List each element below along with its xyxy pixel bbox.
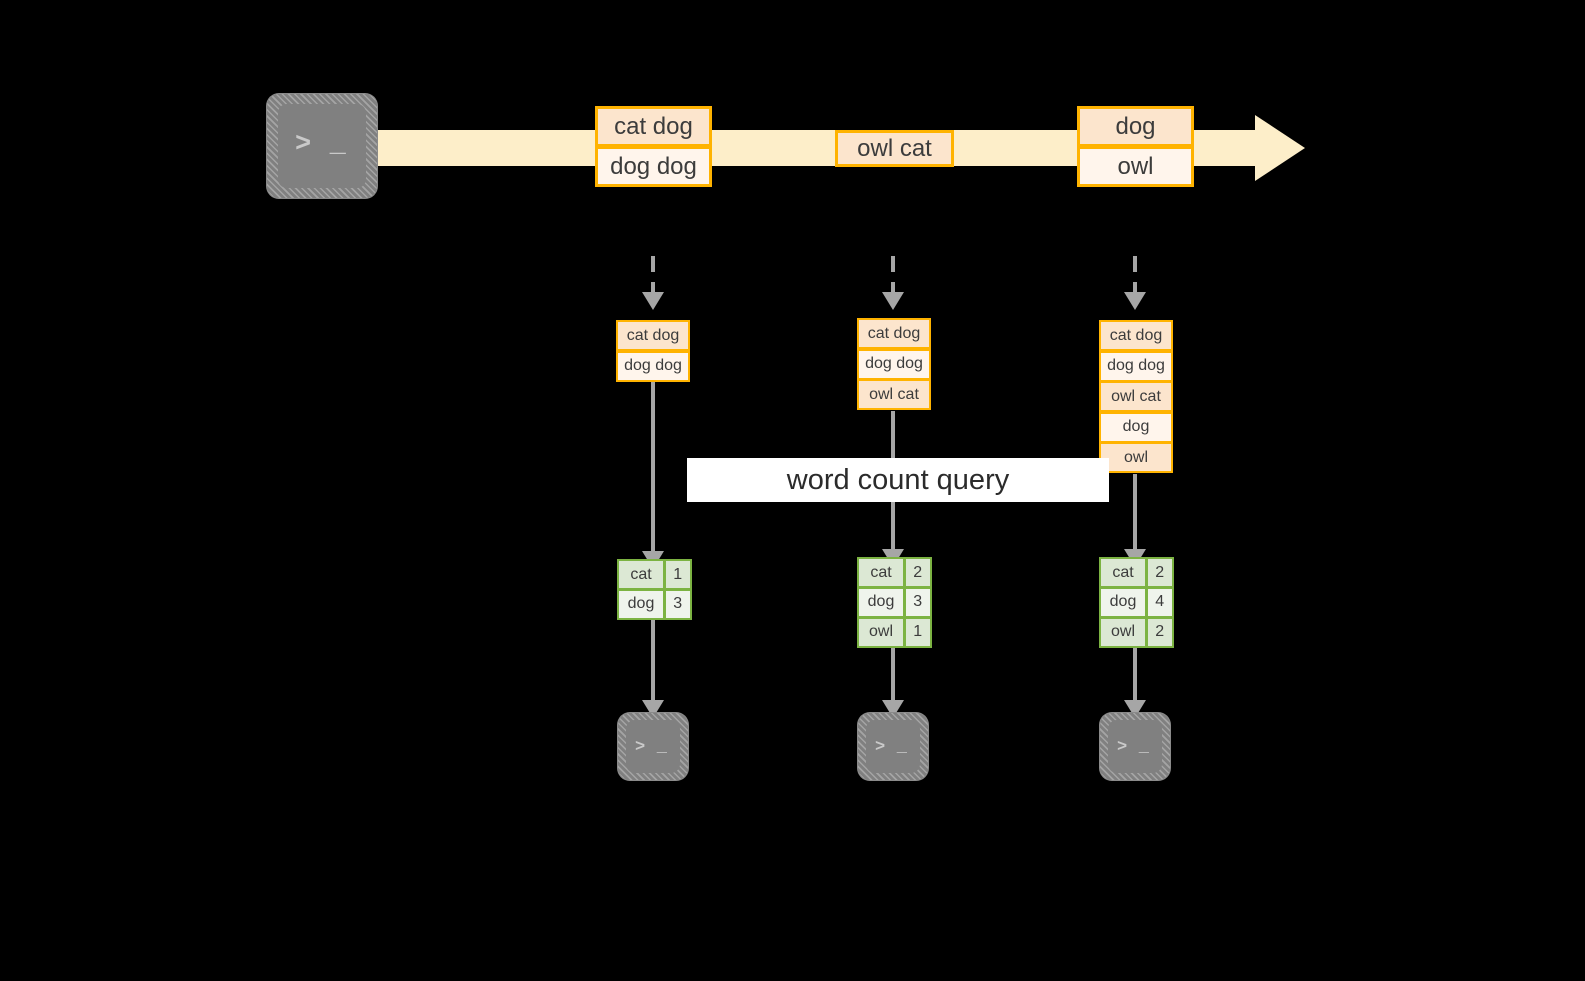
accumulated-row: cat dog xyxy=(857,318,931,349)
terminal-prompt-glyph: > _ xyxy=(875,738,908,757)
snapshot-1-tap-line xyxy=(651,256,655,298)
snapshot-2-sink-line xyxy=(891,648,895,710)
result-word: owl xyxy=(857,616,905,648)
accumulated-row: dog dog xyxy=(857,348,931,380)
snapshot-2-sink-terminal-icon[interactable]: > _ xyxy=(858,713,928,780)
snapshot-3-query-line xyxy=(1133,474,1137,558)
result-word: owl xyxy=(1099,616,1147,648)
terminal-screen xyxy=(278,104,366,188)
result-count: 4 xyxy=(1145,586,1174,618)
table-row: cat 1 xyxy=(617,559,692,590)
snapshot-1-result-table: cat 1 dog 3 xyxy=(617,559,692,620)
snapshot-1-sink-line xyxy=(651,620,655,710)
result-count: 2 xyxy=(903,557,932,588)
result-word: dog xyxy=(1099,586,1147,618)
terminal-prompt-glyph: > _ xyxy=(295,130,347,160)
query-band-label: word count query xyxy=(687,458,1109,502)
stream-message-1-line-1: cat dog xyxy=(595,106,712,147)
snapshot-1-accumulated-stack: cat dog dog dog xyxy=(616,320,690,382)
snapshot-1-tap-arrowhead xyxy=(642,292,664,310)
snapshot-2-tap-line xyxy=(891,256,895,298)
snapshot-2-tap-arrowhead xyxy=(882,292,904,310)
table-row: owl 1 xyxy=(857,616,932,648)
table-row: owl 2 xyxy=(1099,616,1174,648)
result-word: dog xyxy=(857,586,905,618)
accumulated-row: cat dog xyxy=(616,320,690,351)
stream-message-1-line-2: dog dog xyxy=(595,146,712,187)
accumulated-row: dog xyxy=(1099,411,1173,443)
snapshot-3-tap-line xyxy=(1133,256,1137,298)
accumulated-row: owl cat xyxy=(857,379,931,410)
stream-message-3-line-1: dog xyxy=(1077,106,1194,147)
stream-message-3-line-2: owl xyxy=(1077,146,1194,187)
snapshot-3-sink-terminal-icon[interactable]: > _ xyxy=(1100,713,1170,780)
table-row: dog 4 xyxy=(1099,586,1174,618)
snapshot-1-sink-terminal-icon[interactable]: > _ xyxy=(618,713,688,780)
terminal-screen xyxy=(866,720,920,773)
snapshot-3-accumulated-stack: cat dog dog dog owl cat dog owl xyxy=(1099,320,1173,473)
table-row: dog 3 xyxy=(617,588,692,620)
snapshot-2-result-table: cat 2 dog 3 owl 1 xyxy=(857,557,932,648)
result-count: 2 xyxy=(1145,557,1174,588)
result-count: 3 xyxy=(663,588,692,620)
snapshot-1-query-line xyxy=(651,382,655,560)
terminal-prompt-glyph: > _ xyxy=(1117,738,1150,757)
result-word: cat xyxy=(617,559,665,590)
terminal-screen xyxy=(626,720,680,773)
table-row: cat 2 xyxy=(1099,557,1174,588)
snapshot-3-tap-arrowhead xyxy=(1124,292,1146,310)
snapshot-2-accumulated-stack: cat dog dog dog owl cat xyxy=(857,318,931,410)
accumulated-row: dog dog xyxy=(1099,350,1173,382)
result-count: 3 xyxy=(903,586,932,618)
source-terminal-icon[interactable]: > _ xyxy=(267,94,377,198)
table-row: dog 3 xyxy=(857,586,932,618)
table-row: cat 2 xyxy=(857,557,932,588)
result-count: 1 xyxy=(663,559,692,590)
result-word: cat xyxy=(857,557,905,588)
snapshot-3-sink-line xyxy=(1133,648,1137,710)
stream-message-2-line-1: owl cat xyxy=(835,130,954,167)
accumulated-row: dog dog xyxy=(616,350,690,382)
accumulated-row: owl xyxy=(1099,442,1173,473)
terminal-screen xyxy=(1108,720,1162,773)
stream-arrow-head xyxy=(1255,115,1305,181)
accumulated-row: cat dog xyxy=(1099,320,1173,351)
result-count: 2 xyxy=(1145,616,1174,648)
result-word: cat xyxy=(1099,557,1147,588)
accumulated-row: owl cat xyxy=(1099,381,1173,412)
snapshot-3-result-table: cat 2 dog 4 owl 2 xyxy=(1099,557,1174,648)
result-count: 1 xyxy=(903,616,932,648)
result-word: dog xyxy=(617,588,665,620)
terminal-prompt-glyph: > _ xyxy=(635,738,668,757)
